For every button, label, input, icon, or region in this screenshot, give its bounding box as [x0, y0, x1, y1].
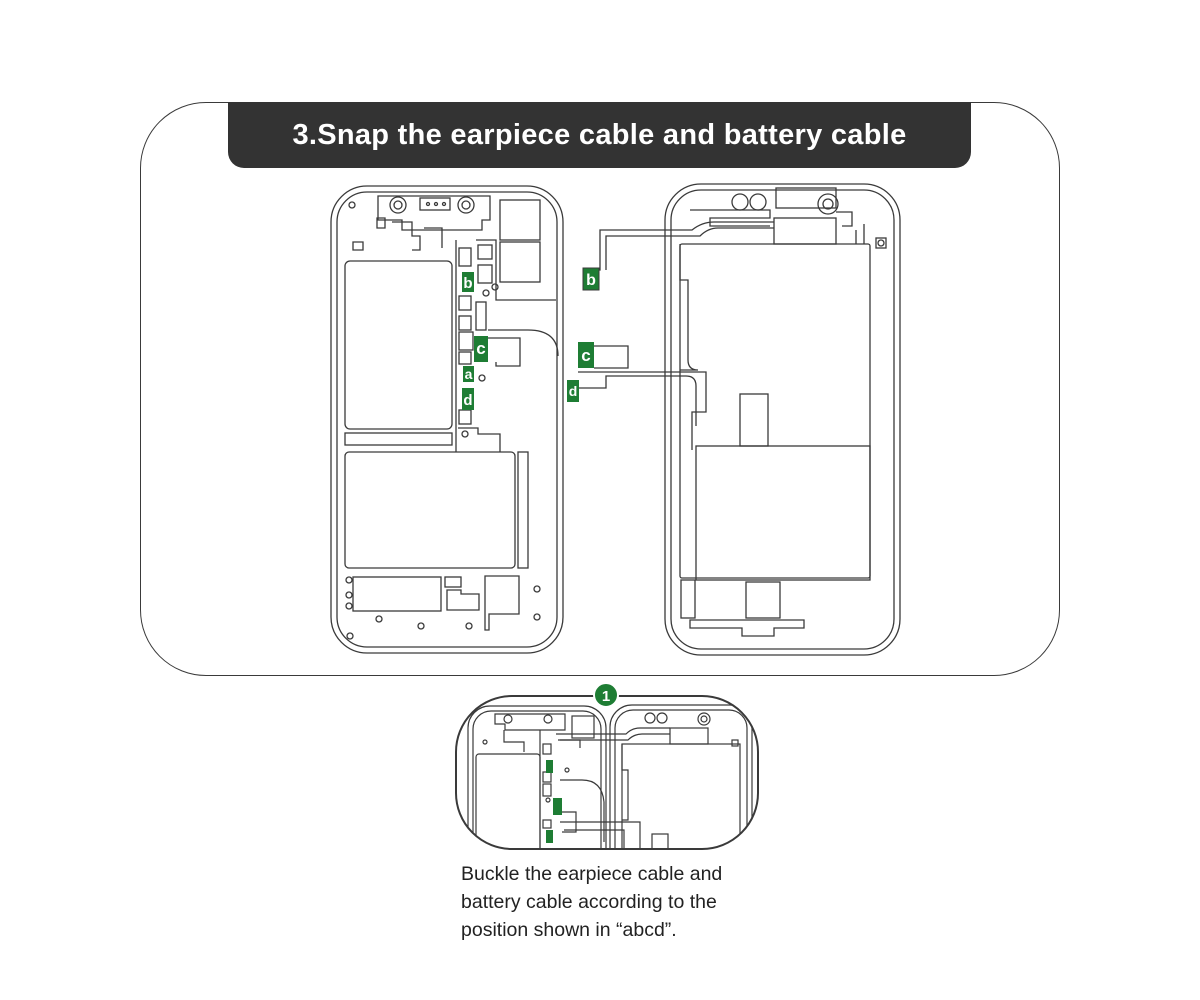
inset-connector-d-pad: [546, 830, 553, 843]
step-badge-number: 1: [602, 688, 610, 705]
instruction-panel: [140, 102, 1060, 676]
connector-b-cable-pad: [582, 267, 600, 291]
connector-b-board: b: [462, 272, 474, 292]
connector-c-cable-label: c: [581, 346, 590, 365]
step-badge-circle: [593, 682, 619, 708]
connector-d-label: d: [463, 392, 472, 409]
connector-a-label: a: [465, 366, 473, 382]
connector-c-cable: c: [578, 342, 594, 368]
connector-c-label: c: [476, 339, 485, 358]
connector-d-cable-label: d: [569, 383, 578, 399]
connector-d-cable: d: [567, 380, 579, 402]
connector-b-pad: [462, 272, 474, 292]
instruction-caption: Buckle the earpiece cable and battery ca…: [461, 860, 761, 944]
connector-a-pad: [463, 366, 474, 382]
zoom-inset-frame: [455, 695, 759, 850]
connector-c-cable-pad: [578, 342, 594, 368]
left-phone-housing: [330, 185, 564, 654]
caption-line-1: Buckle the earpiece cable and: [461, 863, 723, 885]
connector-a: a: [463, 366, 474, 382]
connector-b-label: b: [463, 275, 472, 292]
connector-c-pad: [474, 336, 488, 362]
connector-b-cable-label: b: [586, 272, 596, 289]
connector-c-board: c: [474, 336, 488, 362]
step-badge: 1: [593, 682, 619, 708]
connector-d-cable-pad: [567, 380, 579, 402]
connector-d-pad: [462, 388, 474, 410]
caption-line-2: battery cable according to the: [461, 891, 717, 913]
step-title: 3.Snap the earpiece cable and battery ca…: [228, 102, 971, 168]
step-title-text: 3.Snap the earpiece cable and battery ca…: [292, 118, 907, 151]
connector-b-cable: b: [582, 267, 600, 291]
inset-connector-b-pad: [546, 760, 553, 773]
zoom-inset: [455, 695, 759, 850]
inset-connector-c-pad: [553, 798, 562, 815]
connector-d-board: d: [462, 388, 474, 410]
caption-line-3: position shown in “abcd”.: [461, 919, 677, 941]
right-phone-screen: [578, 183, 901, 656]
